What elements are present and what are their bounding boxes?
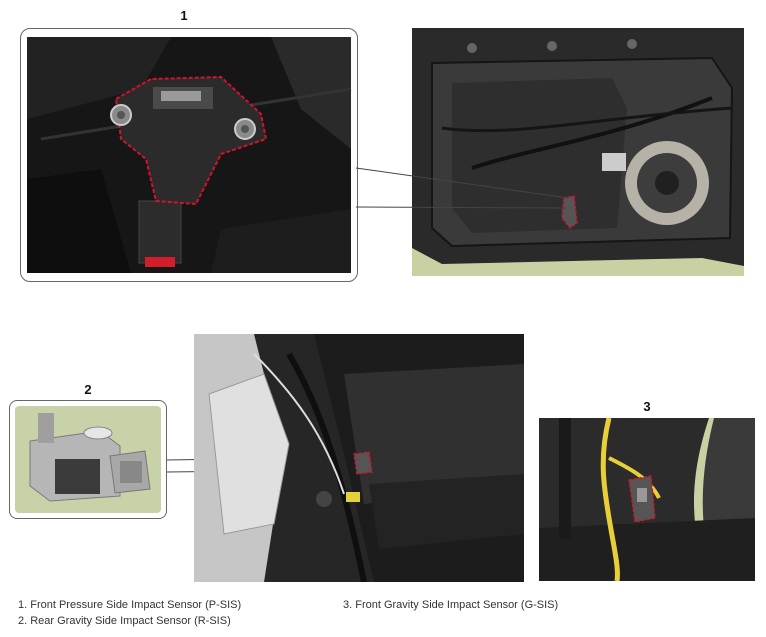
callout-number-2: 2 — [84, 382, 92, 397]
r-sis-closeup-frame — [9, 400, 167, 519]
rear-interior-photo — [194, 334, 524, 582]
door-panel-photo — [412, 28, 744, 276]
legend-item-3: 3. Front Gravity Side Impact Sensor (G-S… — [343, 599, 559, 611]
callout-number-3: 3 — [643, 399, 651, 414]
g-sis-sensor-photo — [539, 418, 755, 581]
callout-number-1: 1 — [180, 8, 188, 23]
r-sis-sensor-closeup-image — [15, 406, 161, 513]
legend-item-1: 1. Front Pressure Side Impact Sensor (P-… — [18, 599, 242, 611]
p-sis-closeup-frame — [20, 28, 358, 282]
legend-item-2: 2. Rear Gravity Side Impact Sensor (R-SI… — [18, 615, 231, 627]
p-sis-sensor-closeup-image — [27, 37, 352, 273]
